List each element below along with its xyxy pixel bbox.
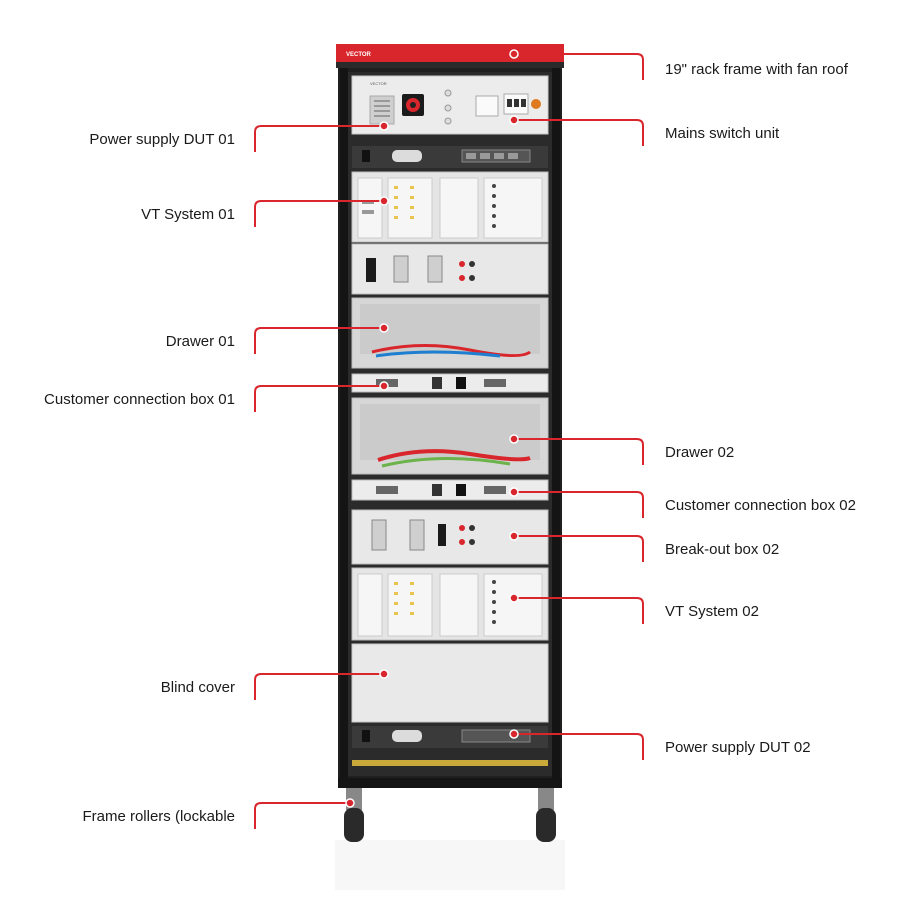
leader-vt-system-02 xyxy=(514,597,644,624)
break-out-box-02-panel xyxy=(351,509,549,565)
roof-logo: VECTOR xyxy=(346,52,372,58)
mains-logo: VECTOR xyxy=(370,81,387,86)
label-power-supply-dut-02: Power supply DUT 02 xyxy=(665,739,811,756)
label-power-supply-dut-01: Power supply DUT 01 xyxy=(89,131,235,148)
leader-dot-frame-rollers xyxy=(345,798,355,808)
leader-dot-drawer-01 xyxy=(379,323,389,333)
roller-right xyxy=(536,788,556,842)
label-drawer-01: Drawer 01 xyxy=(165,333,235,350)
roller-left xyxy=(344,788,364,842)
customer-connection-box-02-panel xyxy=(351,479,549,501)
leader-drawer-01 xyxy=(254,327,384,354)
power-supply-01-panel xyxy=(352,146,548,168)
floor-reflection xyxy=(335,840,565,890)
leader-dot-blind-cover xyxy=(379,669,389,679)
rack-post-right xyxy=(552,68,560,782)
break-out-box-01-panel xyxy=(351,243,549,295)
leader-power-supply-dut-01 xyxy=(254,125,384,152)
leader-rack-frame xyxy=(514,53,644,80)
leader-dot-vt-system-02 xyxy=(509,593,519,603)
label-break-out-box-02: Break-out box 02 xyxy=(665,541,780,558)
blind-cover-panel xyxy=(351,643,549,723)
drawer-01-panel xyxy=(351,297,549,369)
leader-power-supply-dut-02 xyxy=(514,733,644,760)
bottom-trim xyxy=(352,760,548,766)
leader-dot-rack-frame xyxy=(509,49,519,59)
leader-blind-cover xyxy=(254,673,384,700)
label-blind-cover: Blind cover xyxy=(160,679,235,696)
leader-customer-connection-box-02 xyxy=(514,491,644,518)
label-vt-system-01: VT System 01 xyxy=(141,206,235,223)
label-customer-connection-box-01: Customer connection box 01 xyxy=(44,391,235,408)
roof-base xyxy=(336,62,564,68)
leader-mains-switch-unit xyxy=(514,119,644,146)
rack-base xyxy=(338,778,562,788)
leader-dot-customer-connection-box-02 xyxy=(509,487,519,497)
leader-dot-mains-switch-unit xyxy=(509,115,519,125)
label-vt-system-02: VT System 02 xyxy=(665,603,759,620)
leader-vt-system-01 xyxy=(254,200,384,227)
leader-dot-vt-system-01 xyxy=(379,196,389,206)
vt-system-02-panel xyxy=(351,567,549,641)
leader-dot-customer-connection-box-01 xyxy=(379,381,389,391)
leader-dot-power-supply-dut-01 xyxy=(379,121,389,131)
label-mains-switch-unit: Mains switch unit xyxy=(665,125,780,142)
label-rack-frame: 19" rack frame with fan roof xyxy=(665,61,848,78)
leader-customer-connection-box-01 xyxy=(254,385,384,412)
label-customer-connection-box-02: Customer connection box 02 xyxy=(665,497,856,514)
leader-drawer-02 xyxy=(514,438,644,465)
leader-frame-rollers xyxy=(254,802,350,829)
fan-roof xyxy=(336,44,564,62)
label-frame-rollers: Frame rollers (lockable xyxy=(82,808,235,825)
leader-dot-drawer-02 xyxy=(509,434,519,444)
power-supply-02-panel xyxy=(352,726,548,748)
leader-dot-power-supply-dut-02 xyxy=(509,729,519,739)
callout-leaders xyxy=(254,49,644,829)
rack-post-left xyxy=(340,68,348,782)
label-drawer-02: Drawer 02 xyxy=(665,444,735,461)
leader-dot-break-out-box-02 xyxy=(509,531,519,541)
leader-break-out-box-02 xyxy=(514,535,644,562)
vt-system-01-panel xyxy=(351,171,549,243)
drawer-02-panel xyxy=(351,397,549,475)
